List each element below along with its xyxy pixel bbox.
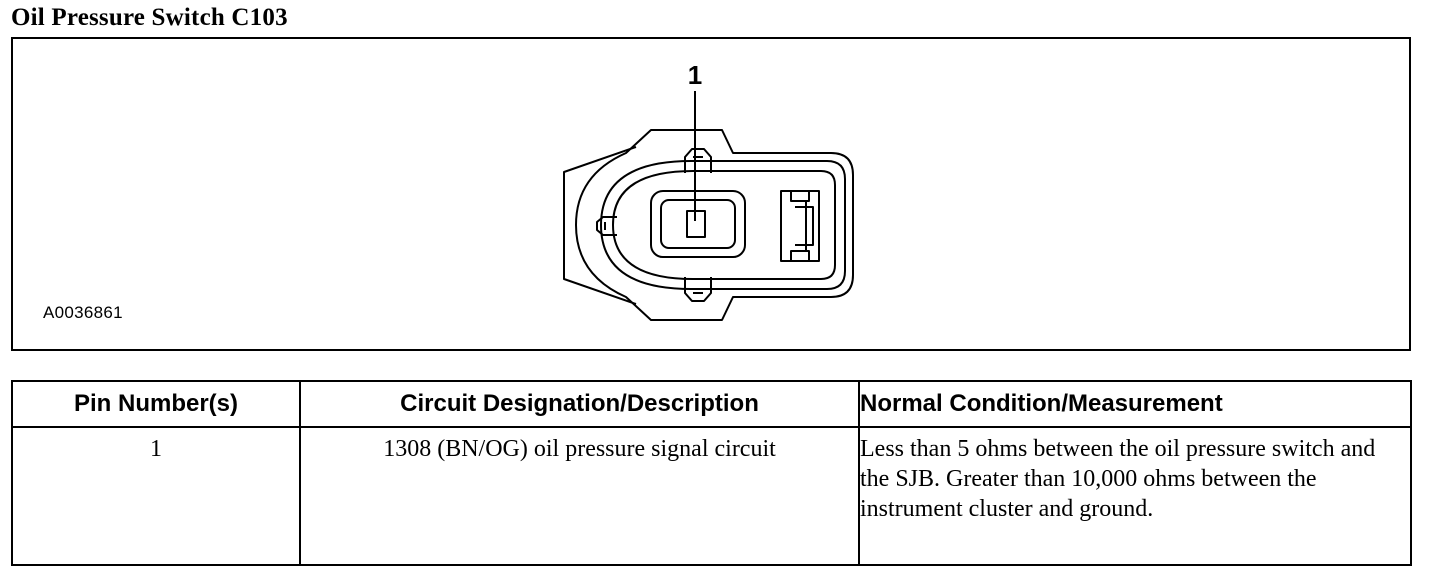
terminal-cavity-inner [660,199,736,249]
column-header-circuit: Circuit Designation/Description [299,380,860,428]
page-title: Oil Pressure Switch C103 [11,4,288,31]
bottom-locking-tab [684,277,712,302]
connector-inner-seal-outer [600,160,846,290]
pinout-table: Pin Number(s) Circuit Designation/Descri… [11,380,1412,566]
connector-latch [780,190,820,262]
terminal-cavity-outer [650,190,746,258]
connector-flange [563,146,637,305]
figure-id: A0036861 [43,303,123,322]
column-header-pin: Pin Number(s) [11,380,301,428]
table-row: 1 1308 (BN/OG) oil pressure signal circu… [11,426,1412,566]
cell-pin-number: 1 [11,426,301,566]
column-header-condition: Normal Condition/Measurement [858,380,1412,428]
cell-normal-condition: Less than 5 ohms between the oil pressur… [858,426,1412,566]
connector-housing [575,129,854,321]
pin-1-callout-label: 1 [687,60,703,90]
top-locking-tab [684,148,712,173]
left-locking-tab [596,216,617,236]
table-header-row: Pin Number(s) Circuit Designation/Descri… [11,380,1412,428]
connector-inner-seal-inner [612,170,836,280]
cell-circuit-description: 1308 (BN/OG) oil pressure signal circuit [299,426,860,566]
connector-diagram: 1 A0036861 [11,37,1411,351]
connector-face-drawing [563,91,854,321]
